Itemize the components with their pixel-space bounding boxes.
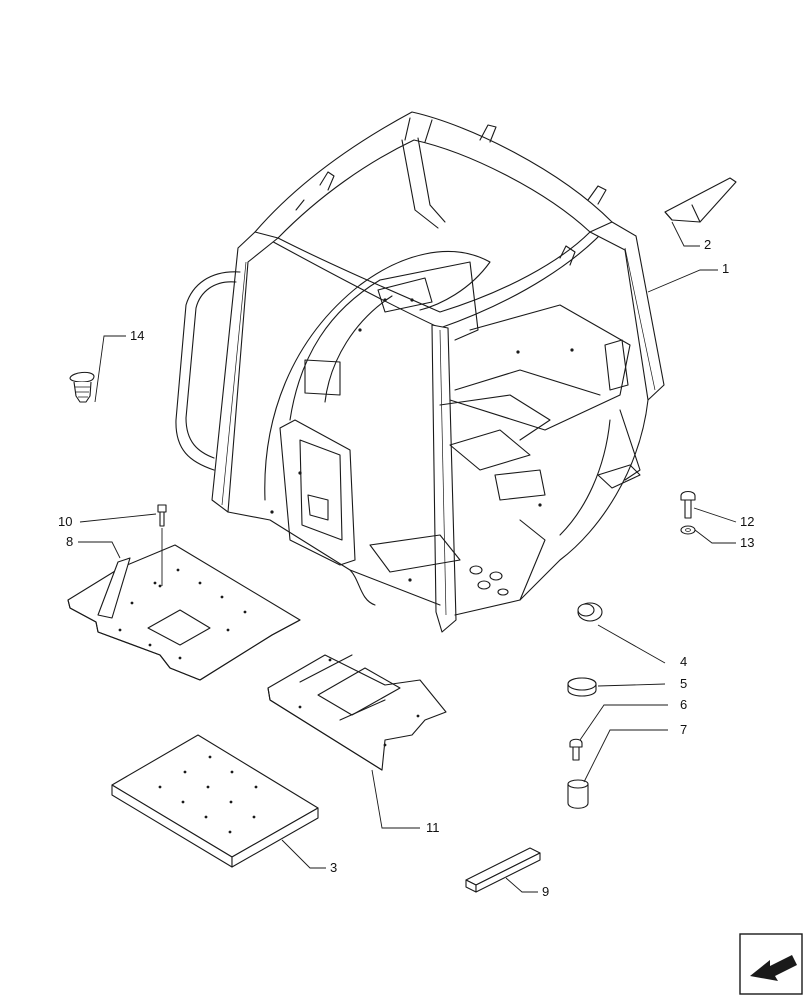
callout-11: 11: [426, 820, 440, 835]
pin-part: [569, 738, 583, 761]
callout-10: 10: [58, 514, 72, 529]
callout-4: 4: [680, 654, 687, 669]
callout-13: 13: [740, 535, 754, 550]
bar-part: [465, 847, 541, 893]
callout-14: 14: [130, 328, 144, 343]
bolt-10-part: [157, 504, 167, 527]
callout-7: 7: [680, 722, 687, 737]
bolt-12-part: [680, 490, 696, 519]
wedge-part: [664, 177, 737, 223]
bracket-plate-part: [267, 654, 447, 771]
cab-frame-part: [175, 111, 665, 633]
callout-2: 2: [704, 237, 711, 252]
grommet-part: [577, 602, 603, 622]
washer-part: [680, 525, 696, 535]
callout-3: 3: [330, 860, 337, 875]
callout-labels: 1 2 3 4 5 6 7 8 9 10 11 12 13 14: [58, 237, 754, 899]
floor-mat-part: [67, 544, 301, 681]
push-clip-part: [69, 371, 95, 403]
callout-1: 1: [722, 261, 729, 276]
back-arrow-icon[interactable]: [739, 933, 803, 995]
callout-12: 12: [740, 514, 754, 529]
leader-lines: [78, 221, 737, 893]
callout-5: 5: [680, 676, 687, 691]
callout-6: 6: [680, 697, 687, 712]
pad-part: [111, 734, 319, 868]
cap-part: [567, 677, 597, 697]
callout-9: 9: [542, 884, 549, 899]
callout-8: 8: [66, 534, 73, 549]
bushing-part: [567, 779, 589, 809]
